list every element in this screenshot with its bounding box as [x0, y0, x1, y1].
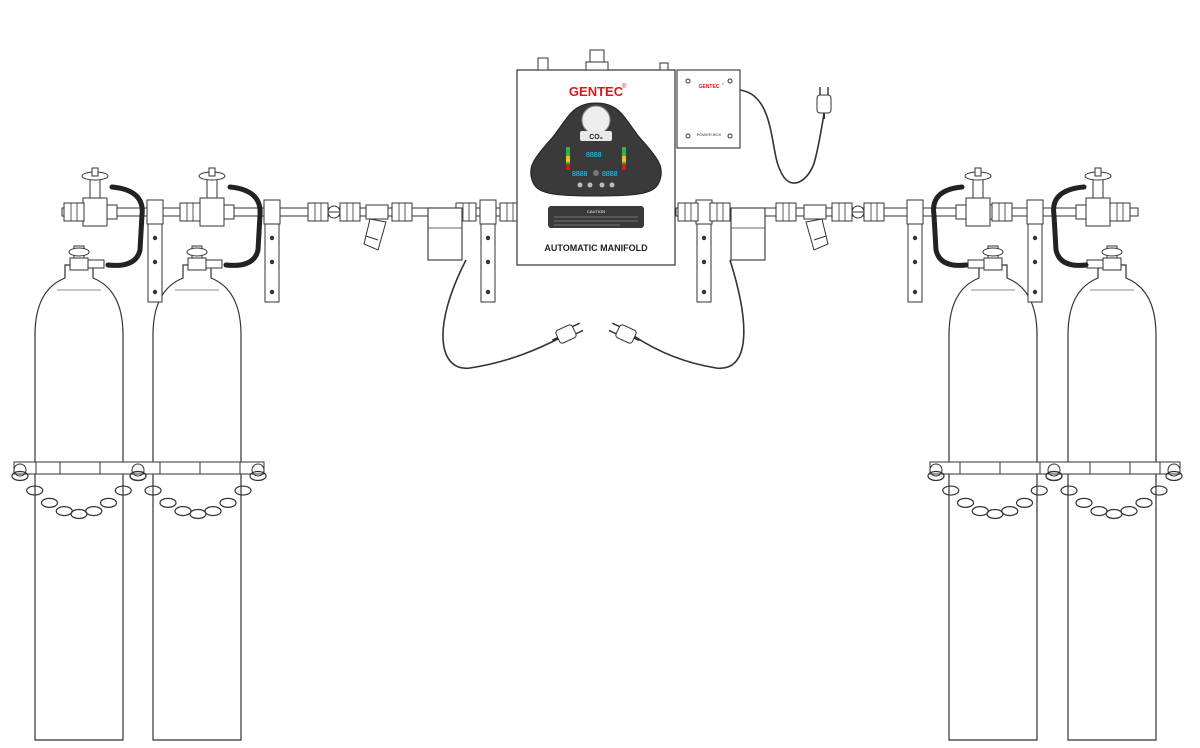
caution-heading: CAUTION [587, 209, 605, 214]
chain-link [234, 485, 252, 496]
gas-type-label: CO₂ [589, 134, 603, 141]
solenoid-valve-left [427, 207, 463, 261]
wall-bracket [146, 199, 164, 303]
power-cords [442, 89, 825, 369]
pigtail-hoses [105, 184, 1089, 268]
power-box: GENTEC ® POWER BOX [676, 69, 741, 149]
power-box-label: POWER BOX [697, 132, 722, 137]
chain-link [1120, 506, 1138, 517]
wall-bracket [906, 199, 924, 303]
panel-button[interactable] [577, 182, 583, 188]
check-valve-left [327, 205, 341, 219]
chain-link [144, 485, 162, 496]
left-display: 8888 [572, 171, 588, 178]
status-indicator [593, 170, 599, 176]
chain-link [159, 497, 177, 508]
chain-link [1030, 485, 1048, 496]
left-level-red [566, 164, 570, 170]
chain-link [942, 485, 960, 496]
chain-link [99, 497, 118, 508]
manifold-title: AUTOMATIC MANIFOLD [544, 243, 648, 253]
gas-cylinder [948, 245, 1038, 741]
manifold-cabinet: GENTEC ® CO₂ 8888 8888 8888 CAUTION AUTO… [516, 49, 676, 266]
chain-link [956, 497, 975, 508]
power-box-registered-mark: ® [722, 82, 725, 86]
power-box-logo: GENTEC [699, 84, 720, 90]
chain-link [1001, 506, 1019, 517]
chain-link [40, 497, 59, 508]
gas-label-plate [580, 131, 612, 141]
center-display: 8888 [586, 152, 602, 159]
line-filter-left [363, 204, 389, 251]
wall-bracket [1026, 199, 1044, 303]
gas-cylinder [34, 245, 124, 741]
wall-bracket [479, 199, 497, 303]
chain-link [1150, 485, 1168, 496]
right-display: 8888 [602, 171, 618, 178]
power-plug [548, 319, 586, 348]
chain-link [927, 470, 945, 482]
power-plug [816, 86, 832, 120]
left-level-yellow [566, 156, 570, 162]
chain-right [927, 470, 1183, 520]
panel-button[interactable] [599, 182, 605, 188]
gas-cylinder [152, 245, 242, 741]
chain-link [11, 470, 29, 482]
chain-link [204, 506, 222, 517]
wall-bracket [263, 199, 281, 303]
solenoid-valve-right [730, 207, 766, 261]
panel-button[interactable] [609, 182, 615, 188]
chain-link [1045, 470, 1063, 482]
chain-link [26, 485, 44, 496]
chain-link [249, 470, 267, 482]
cylinder-restraint-right [929, 461, 1181, 477]
gas-cylinder [1067, 245, 1157, 741]
panel-button[interactable] [587, 182, 593, 188]
cylinder-restraint-left [13, 461, 265, 477]
chain-link [219, 497, 237, 508]
chain-link [1060, 485, 1078, 496]
chain-link [1075, 497, 1093, 508]
pressure-gauge [581, 105, 611, 135]
registered-mark: ® [622, 83, 627, 90]
chain-link [1165, 470, 1183, 482]
line-filter-right [803, 204, 829, 251]
power-plug [606, 319, 644, 348]
check-valve-right [851, 205, 865, 219]
chain-link [1015, 497, 1034, 508]
brand-logo: GENTEC [569, 84, 624, 99]
right-level-red [622, 164, 626, 170]
chain-link [114, 485, 132, 496]
chain-link [1135, 497, 1153, 508]
chain-link [129, 470, 147, 482]
chain-link [85, 506, 103, 517]
right-level-yellow [622, 156, 626, 162]
chain-left [11, 470, 267, 520]
